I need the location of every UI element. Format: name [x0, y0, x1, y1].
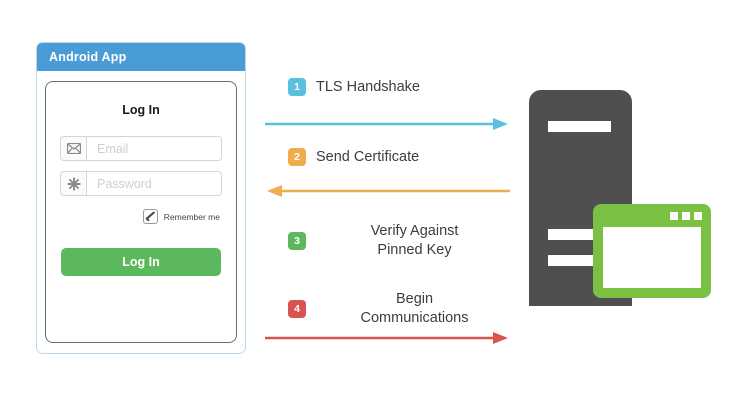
login-form-heading: Log In [122, 103, 160, 117]
remember-me-row[interactable]: Remember me [46, 209, 220, 224]
step-3-badge: 3 [288, 232, 306, 250]
log-in-button[interactable]: Log In [61, 248, 221, 276]
server-top-slot [548, 121, 611, 132]
password-input[interactable]: Password [87, 171, 222, 196]
step-2-send-certificate: 2 Send Certificate [288, 148, 513, 166]
app-card-title: Android App [49, 50, 127, 64]
browser-window-content [603, 227, 701, 288]
server-bottom-slot-1 [548, 229, 611, 240]
step-1-tls-handshake: 1 TLS Handshake [288, 78, 513, 96]
password-field-row: Password [60, 171, 222, 196]
server-bottom-slot-2 [548, 255, 611, 266]
step-4-label-line1: Begin [395, 291, 434, 307]
email-field-row: Email [60, 136, 222, 161]
asterisk-icon [60, 171, 87, 196]
step-3-label-line2: Pinned Key [377, 242, 452, 258]
step-2-label: Send Certificate [316, 149, 420, 165]
step-4-begin-communications: 4 Begin Communications [288, 290, 513, 328]
step-1-arrow-right [265, 118, 508, 130]
remember-me-label: Remember me [163, 211, 220, 222]
step-2-badge: 2 [288, 148, 306, 166]
app-card-header: Android App [37, 43, 245, 71]
login-panel: Log In Email [45, 81, 237, 343]
step-4-label: Begin Communications [316, 290, 513, 328]
server-with-browser-window-icon [529, 90, 711, 306]
step-1-badge: 1 [288, 78, 306, 96]
remember-me-checkbox[interactable] [142, 209, 158, 224]
android-app-card: Android App Log In Email [36, 42, 246, 354]
browser-dot-2 [682, 212, 690, 220]
step-3-label: Verify Against Pinned Key [316, 222, 513, 260]
browser-dot-1 [670, 212, 678, 220]
step-3-label-line1: Verify Against [370, 223, 459, 239]
step-4-arrow-right [265, 332, 508, 344]
email-input[interactable]: Email [87, 136, 222, 161]
step-4-badge: 4 [288, 300, 306, 318]
step-1-label: TLS Handshake [316, 79, 420, 95]
envelope-icon [60, 136, 87, 161]
step-3-verify-against-pinned-key: 3 Verify Against Pinned Key [288, 222, 513, 260]
step-2-arrow-left [267, 185, 510, 197]
step-4-label-line2: Communications [360, 310, 469, 326]
browser-dot-3 [694, 212, 702, 220]
check-icon [145, 211, 155, 222]
